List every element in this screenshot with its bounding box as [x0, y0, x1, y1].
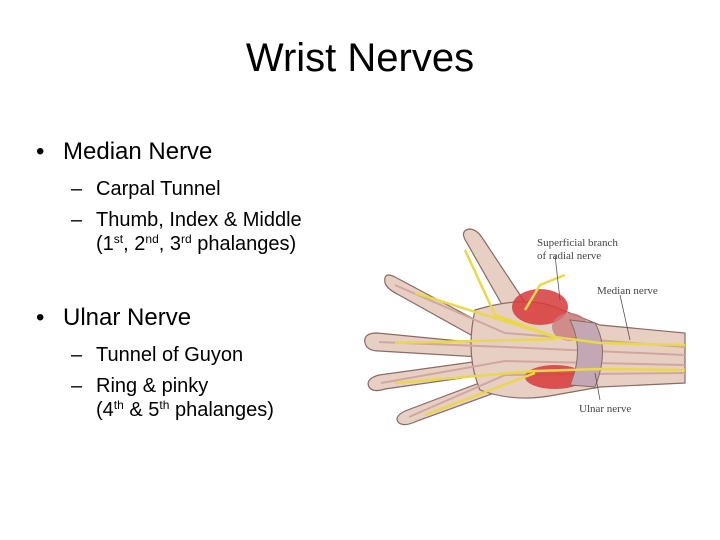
phalanges-note: (4th & 5th phalanges)	[96, 398, 274, 421]
thenar-muscle	[512, 289, 568, 325]
wrist-anatomy-illustration: Superficial branch of radial nerve Media…	[355, 215, 700, 430]
bullet-dot-icon: •	[36, 304, 45, 331]
nerve-paths	[394, 249, 686, 417]
bullet-median-nerve: • Median Nerve	[36, 134, 376, 170]
sub-bullet-thumb-index-middle: – Thumb, Index & Middle (1st, 2nd, 3rd p…	[71, 209, 302, 255]
dash-icon: –	[71, 375, 83, 397]
dash-icon: –	[71, 178, 83, 200]
slide-title: Wrist Nerves	[245, 36, 475, 80]
sub-bullet-carpal-tunnel: – Carpal Tunnel	[71, 178, 221, 200]
hand-drawing	[364, 228, 686, 426]
dash-icon: –	[71, 344, 83, 366]
phalanges-note: (1st, 2nd, 3rd phalanges)	[96, 232, 297, 255]
sub-bullet-tunnel-of-guyon: – Tunnel of Guyon	[71, 344, 244, 366]
sub-bullet-ring-pinky: – Ring & pinky (4th & 5th phalanges)	[71, 375, 274, 421]
dash-icon: –	[71, 209, 83, 231]
label-radial-nerve: Superficial branch of radial nerve	[537, 237, 618, 262]
bullet-dot-icon: •	[36, 138, 45, 165]
label-ulnar-nerve: Ulnar nerve	[579, 403, 632, 415]
bullet-list: • Median Nerve – Carpal Tunnel – Thumb, …	[36, 134, 376, 422]
label-median-nerve: Median nerve	[597, 285, 658, 297]
bullet-ulnar-nerve: • Ulnar Nerve	[36, 300, 376, 336]
